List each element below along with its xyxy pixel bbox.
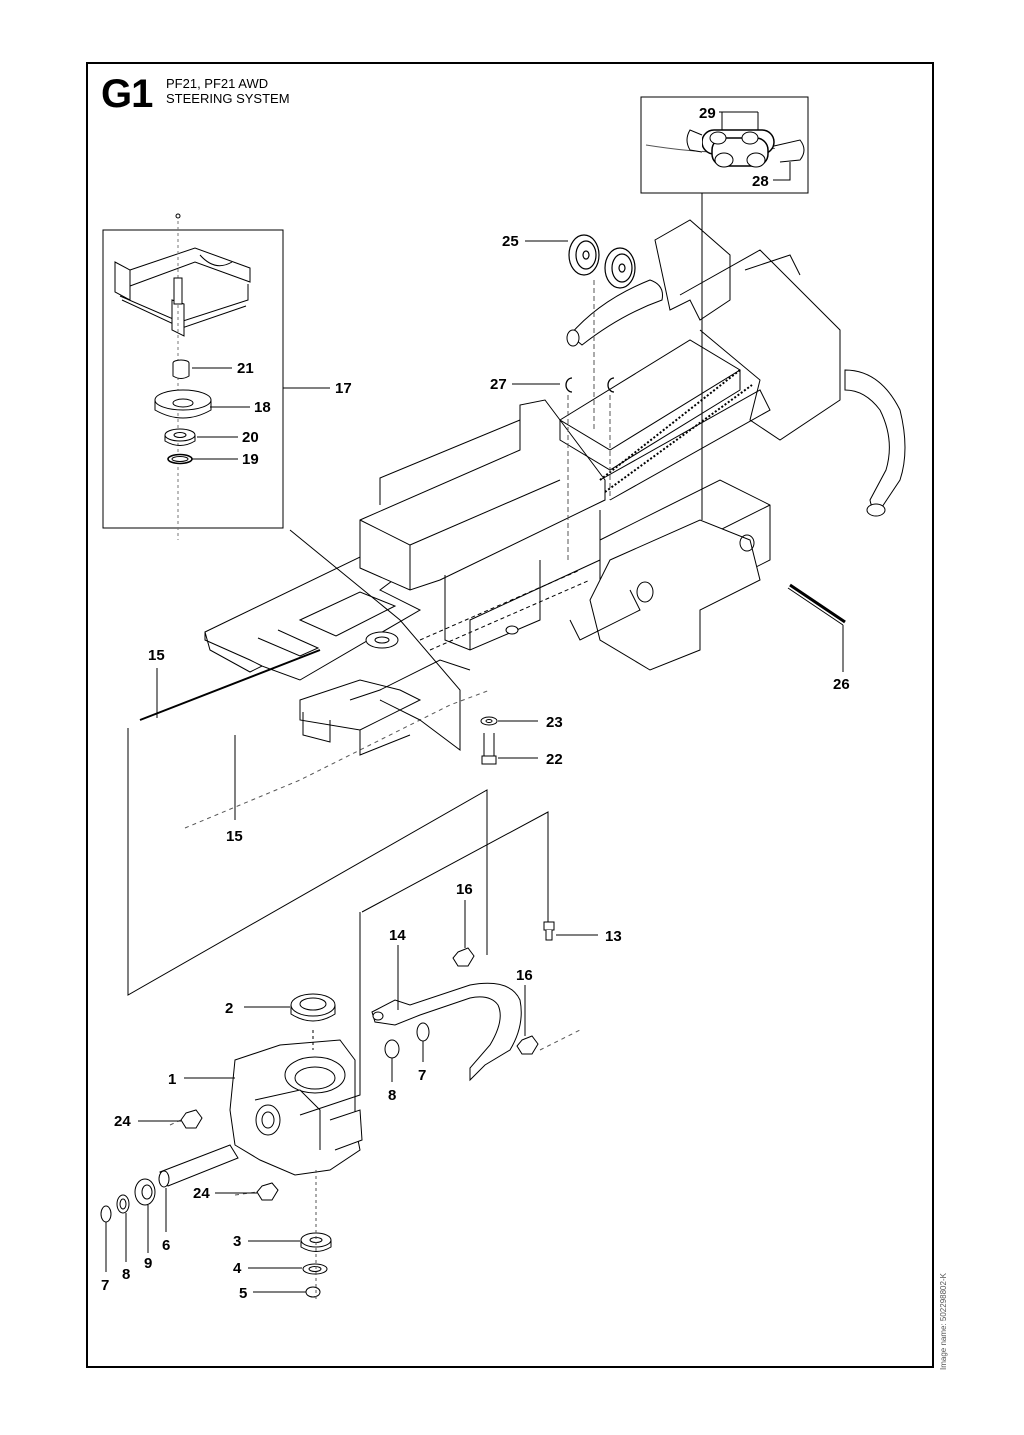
retaining-rings (565, 377, 615, 393)
steering-housing (100, 921, 555, 1298)
image-name-label: Image name: 502298802-K (939, 1273, 948, 1370)
callout-29: 29 (699, 105, 716, 122)
callout-8-right: 8 (388, 1087, 396, 1104)
page-frame (86, 62, 934, 1368)
callout-22: 22 (546, 751, 563, 768)
callout-14: 14 (389, 927, 406, 944)
model-line: PF21, PF21 AWD (166, 76, 269, 91)
leader-lines (105, 111, 844, 1293)
callout-17: 17 (335, 380, 352, 397)
callout-15-bottom: 15 (226, 828, 243, 845)
frame-assembly (204, 193, 906, 756)
callout-16-top: 16 (456, 881, 473, 898)
callout-18: 18 (254, 399, 271, 416)
callout-25: 25 (502, 233, 519, 250)
callout-7-right: 7 (418, 1067, 426, 1084)
callout-21: 21 (237, 360, 254, 377)
sheet-title: PF21, PF21 AWD STEERING SYSTEM (166, 76, 290, 106)
callout-3: 3 (233, 1233, 241, 1250)
callout-24-top: 24 (114, 1113, 131, 1130)
callout-13: 13 (605, 928, 622, 945)
callout-6: 6 (162, 1237, 170, 1254)
callout-5: 5 (239, 1285, 247, 1302)
sheet-code: G1 (101, 72, 153, 116)
callout-24-bottom: 24 (193, 1185, 210, 1202)
callout-16-bottom: 16 (516, 967, 533, 984)
callout-26: 26 (833, 676, 850, 693)
callout-1: 1 (168, 1071, 176, 1088)
callout-8-left: 8 (122, 1266, 130, 1283)
pulley-pair (568, 234, 636, 289)
callout-2: 2 (225, 1000, 233, 1017)
callout-19: 19 (242, 451, 259, 468)
callout-4: 4 (233, 1260, 242, 1277)
assembly-axes (127, 529, 581, 1300)
callout-20: 20 (242, 429, 259, 446)
system-line: STEERING SYSTEM (166, 91, 290, 106)
callout-labels: 29 28 25 27 21 17 18 20 19 15 26 23 22 1… (101, 105, 850, 1302)
callout-7-left: 7 (101, 1277, 109, 1294)
callout-15-top: 15 (148, 647, 165, 664)
callout-9: 9 (144, 1255, 152, 1272)
bolt-and-washer (480, 716, 498, 765)
callout-23: 23 (546, 714, 563, 731)
callout-28: 28 (752, 173, 769, 190)
detail-box-chain-link (640, 96, 809, 194)
detail-box-pulley-assembly (102, 213, 284, 540)
callout-27: 27 (490, 376, 507, 393)
